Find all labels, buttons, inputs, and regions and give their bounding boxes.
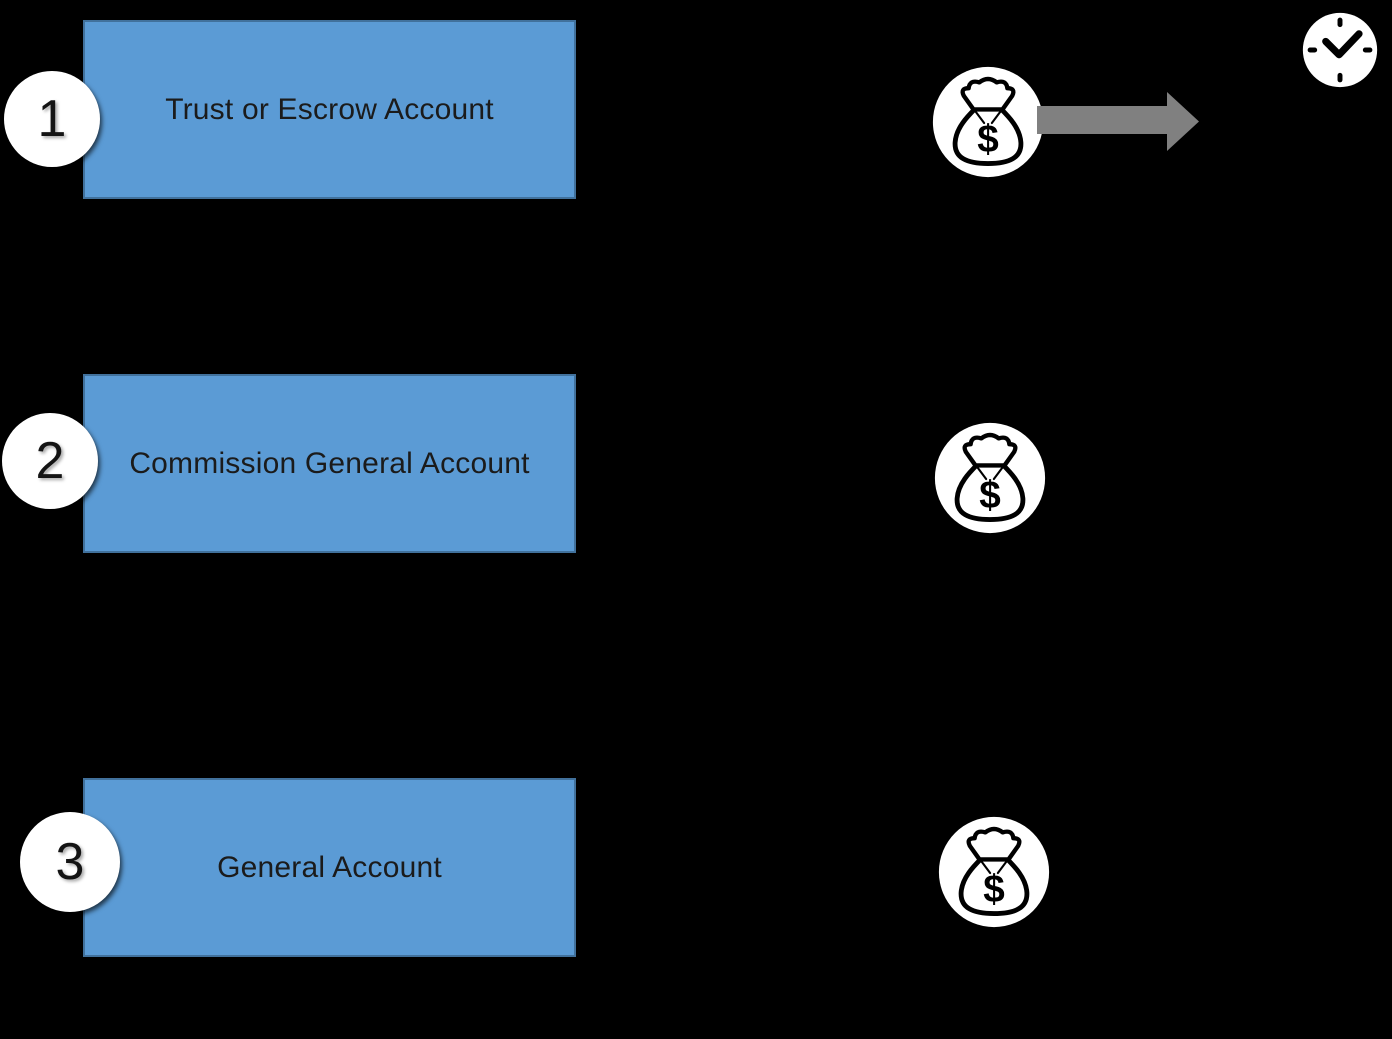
step-number-text: 2 <box>35 432 65 490</box>
dollar-sign: $ <box>977 118 999 161</box>
account-box-label: Trust or Escrow Account <box>165 92 494 126</box>
account-box-label: General Account <box>217 850 442 884</box>
step-number-text: 1 <box>37 90 67 148</box>
step-number-badge-3: 3 <box>20 812 120 912</box>
dollar-sign: $ <box>983 868 1005 911</box>
step-number-badge-1: 1 <box>4 71 100 167</box>
account-box-commission-general: Commission General Account <box>83 374 576 553</box>
right-arrow-icon <box>1037 92 1199 151</box>
account-box-label: Commission General Account <box>129 446 530 480</box>
money-bag-icon: $ <box>938 816 1050 928</box>
step-number-text: 3 <box>55 833 85 891</box>
dollar-sign: $ <box>979 474 1001 517</box>
money-bag-icon: $ <box>934 422 1046 534</box>
account-box-general: General Account <box>83 778 576 957</box>
clock-icon <box>1302 12 1378 88</box>
step-number-badge-2: 2 <box>2 413 98 509</box>
money-bag-icon: $ <box>932 66 1044 178</box>
account-box-trust-escrow: Trust or Escrow Account <box>83 20 576 199</box>
